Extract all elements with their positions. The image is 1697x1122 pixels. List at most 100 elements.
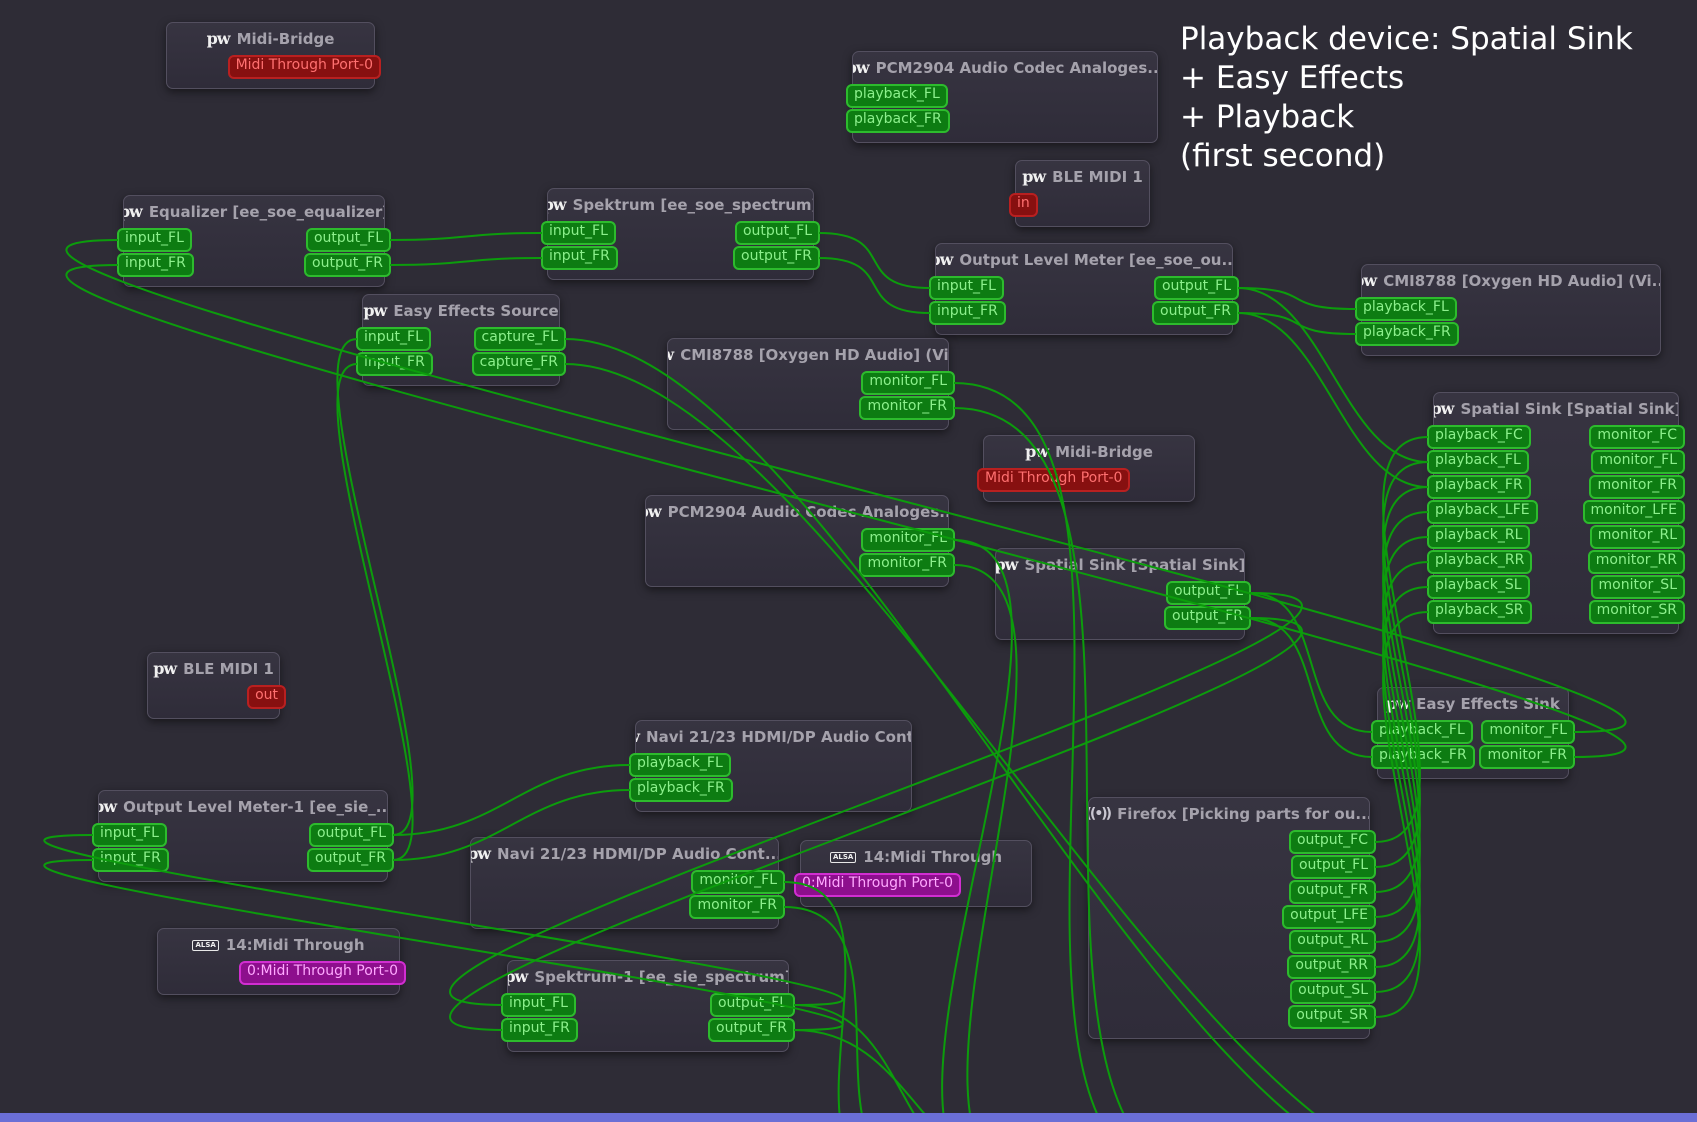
connection-line[interactable] [1249,617,1373,758]
port-output-fl[interactable]: output_FL [1290,855,1376,879]
port-output-sl[interactable]: output_SL [1290,980,1376,1004]
connection-line[interactable] [818,257,931,314]
connection-line[interactable] [1249,592,1373,733]
port-output-rl[interactable]: output_RL [1289,930,1376,954]
port-monitor-fc[interactable]: monitor_FC [1589,425,1685,449]
port-monitor-fl[interactable]: monitor_FL [1481,720,1575,744]
port-monitor-rr[interactable]: monitor_RR [1587,550,1685,574]
port-monitor-fl[interactable]: monitor_FL [1591,450,1685,474]
port-monitor-fr[interactable]: monitor_FR [1479,745,1575,769]
port-output-fr[interactable]: output_FR [1152,301,1239,325]
port-playback-fr[interactable]: playback_FR [1371,745,1475,769]
port-input-fr[interactable]: input_FR [117,253,194,277]
port-playback-rl[interactable]: playback_RL [1427,525,1531,549]
node-pcm_mid[interactable]: pwPCM2904 Audio Codec Analoges...monitor… [645,495,955,587]
port-monitor-fr[interactable]: monitor_FR [859,553,955,577]
port-output-rr[interactable]: output_RR [1287,955,1376,979]
connection-line[interactable] [1374,461,1429,868]
node-cmi_mid[interactable]: pwCMI8788 [Oxygen HD Audio] (Vi...monito… [667,338,955,430]
port-playback-rr[interactable]: playback_RR [1427,550,1533,574]
port-midi-through-port-0[interactable]: Midi Through Port-0 [227,55,381,79]
port-output-fl[interactable]: output_FL [1153,276,1239,300]
port-monitor-fl[interactable]: monitor_FL [861,528,955,552]
port-out[interactable]: out [247,685,286,709]
port-output-fc[interactable]: output_FC [1288,830,1376,854]
port-monitor-fr[interactable]: monitor_FR [1589,475,1685,499]
connection-line[interactable] [392,764,631,836]
port-output-fr[interactable]: output_FR [304,253,391,277]
node-firefox[interactable]: ((•))Firefox [Picking parts for ou...out… [1088,797,1376,1039]
port-input-fl[interactable]: input_FL [117,228,192,252]
port-output-fr[interactable]: output_FR [733,246,820,270]
port-monitor-lfe[interactable]: monitor_LFE [1582,500,1685,524]
port-monitor-sl[interactable]: monitor_SL [1590,575,1685,599]
port-input-fl[interactable]: input_FL [929,276,1004,300]
port-playback-fl[interactable]: playback_FL [1371,720,1473,744]
connection-line[interactable] [336,338,414,836]
node-cmi_right[interactable]: pwCMI8788 [Oxygen HD Audio] (Vi...playba… [1355,264,1661,356]
port-0-midi-through-port-0[interactable]: 0:Midi Through Port-0 [238,961,406,985]
port-playback-fl[interactable]: playback_FL [629,753,731,777]
port-monitor-fr[interactable]: monitor_FR [689,895,785,919]
port-output-fr[interactable]: output_FR [307,848,394,872]
connection-line[interactable] [389,232,543,241]
port-output-fr[interactable]: output_FR [1289,880,1376,904]
port-output-fl[interactable]: output_FL [305,228,391,252]
connection-line[interactable] [1374,436,1429,843]
port-monitor-rl[interactable]: monitor_RL [1589,525,1685,549]
port-monitor-fl[interactable]: monitor_FL [691,870,785,894]
port-playback-fl[interactable]: playback_FL [1427,450,1529,474]
port-input-fl[interactable]: input_FL [501,993,576,1017]
port-monitor-fr[interactable]: monitor_FR [859,396,955,420]
port-playback-fr[interactable]: playback_FR [1355,322,1459,346]
port-capture-fl[interactable]: capture_FL [473,327,566,351]
port-input-fl[interactable]: input_FL [92,823,167,847]
connection-line[interactable] [793,1004,1010,1122]
connection-line[interactable] [336,363,414,861]
port-in[interactable]: in [1009,193,1038,217]
port-playback-fc[interactable]: playback_FC [1427,425,1531,449]
node-pcm_top[interactable]: pwPCM2904 Audio Codec Analoges...playbac… [846,51,1158,143]
port-monitor-fl[interactable]: monitor_FL [861,371,955,395]
port-playback-sl[interactable]: playback_SL [1427,575,1530,599]
connection-line[interactable] [783,906,930,1122]
port-playback-fr[interactable]: playback_FR [846,109,950,133]
port-monitor-sr[interactable]: monitor_SR [1588,600,1685,624]
port-playback-fr[interactable]: playback_FR [1427,475,1531,499]
node-olm_soe[interactable]: pwOutput Level Meter [ee_soe_ou...input_… [929,243,1239,335]
port-input-fr[interactable]: input_FR [501,1018,578,1042]
connection-line[interactable] [389,257,543,266]
node-olm_sie[interactable]: pwOutput Level Meter-1 [ee_sie_...input_… [92,790,394,882]
port-0-midi-through-port-0[interactable]: 0:Midi Through Port-0 [794,873,962,897]
connection-line[interactable] [1237,312,1357,335]
port-input-fr[interactable]: input_FR [356,352,433,376]
port-output-fr[interactable]: output_FR [1164,606,1251,630]
port-output-fl[interactable]: output_FL [308,823,394,847]
port-playback-fr[interactable]: playback_FR [629,778,733,802]
port-playback-fl[interactable]: playback_FL [846,84,948,108]
port-input-fr[interactable]: input_FR [541,246,618,270]
port-playback-lfe[interactable]: playback_LFE [1427,500,1538,524]
port-output-fl[interactable]: output_FL [709,993,795,1017]
port-output-sr[interactable]: output_SR [1288,1005,1376,1029]
connection-line[interactable] [1374,611,1429,1018]
port-input-fl[interactable]: input_FL [356,327,431,351]
port-output-fr[interactable]: output_FR [708,1018,795,1042]
port-input-fr[interactable]: input_FR [92,848,169,872]
connection-line[interactable] [818,232,931,289]
port-playback-fl[interactable]: playback_FL [1355,297,1457,321]
port-input-fl[interactable]: input_FL [541,221,616,245]
